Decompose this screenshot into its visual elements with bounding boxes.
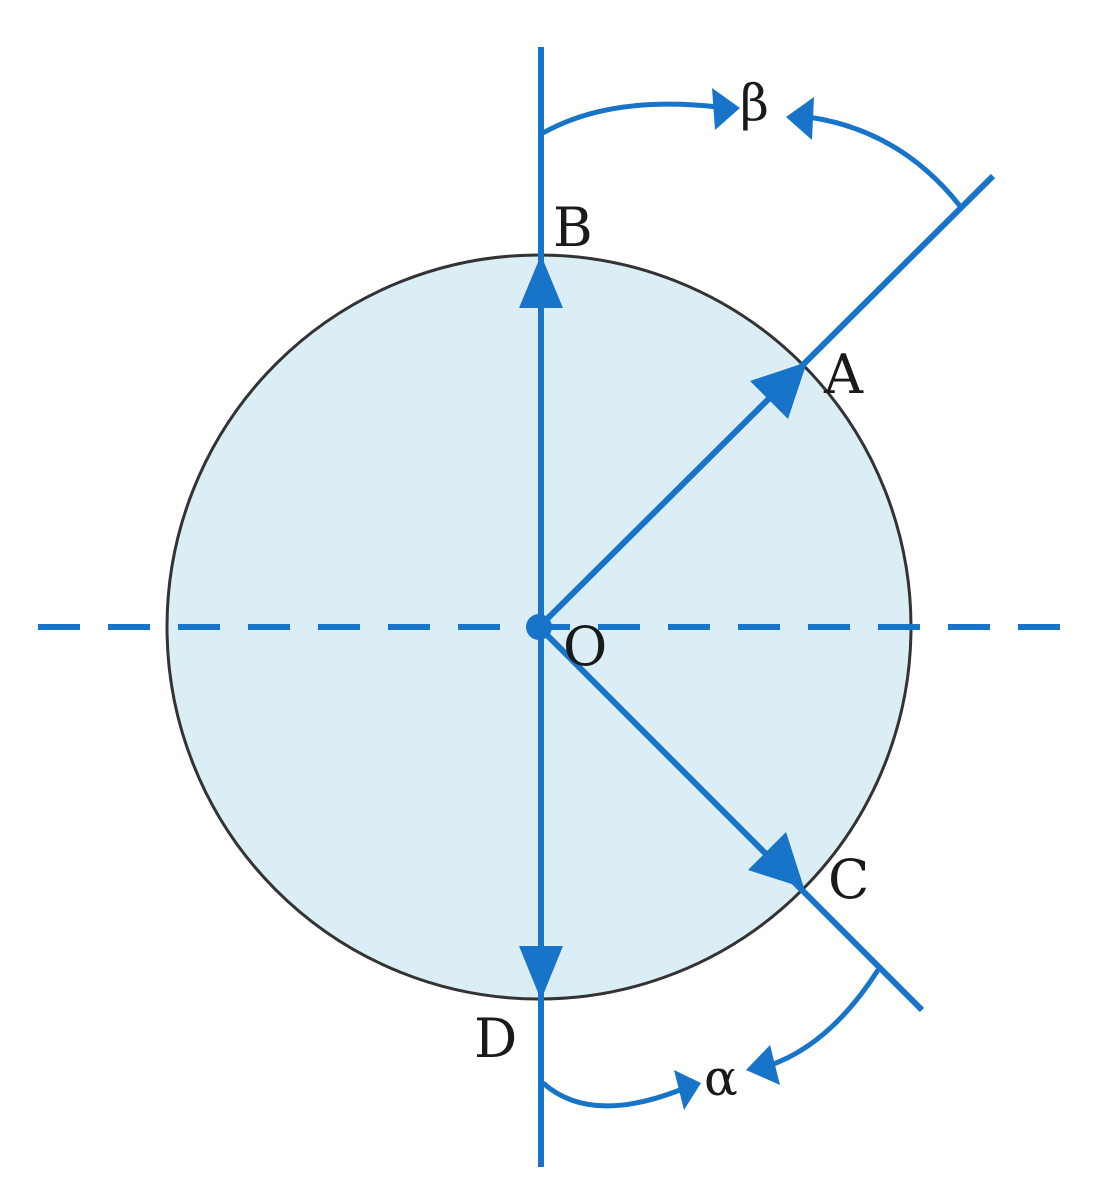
line-oc: [536, 624, 925, 1013]
alpha-arc-right: [767, 968, 881, 1069]
label-d: D: [474, 1007, 517, 1070]
label-o: O: [563, 615, 607, 678]
arrowhead-d: [519, 946, 563, 1000]
center-point-o: [526, 614, 552, 640]
label-beta: β: [740, 74, 769, 132]
label-a: A: [823, 343, 864, 406]
alpha-arrowhead-left: [674, 1070, 701, 1110]
beta-arrowhead-right: [786, 97, 814, 140]
beta-arc-left: [541, 101, 719, 136]
arrowhead-c: [748, 832, 804, 888]
label-b: B: [553, 196, 593, 259]
label-alpha: α: [704, 1049, 738, 1107]
alpha-arrowhead-right: [746, 1045, 780, 1085]
alpha-arc-left: [541, 1081, 681, 1109]
line-oa: [536, 173, 996, 630]
beta-arrowhead-left: [712, 88, 740, 130]
label-c: C: [828, 848, 869, 911]
arrowhead-b: [519, 255, 563, 308]
arrowhead-a: [750, 362, 807, 419]
beta-arc-right: [807, 114, 962, 208]
